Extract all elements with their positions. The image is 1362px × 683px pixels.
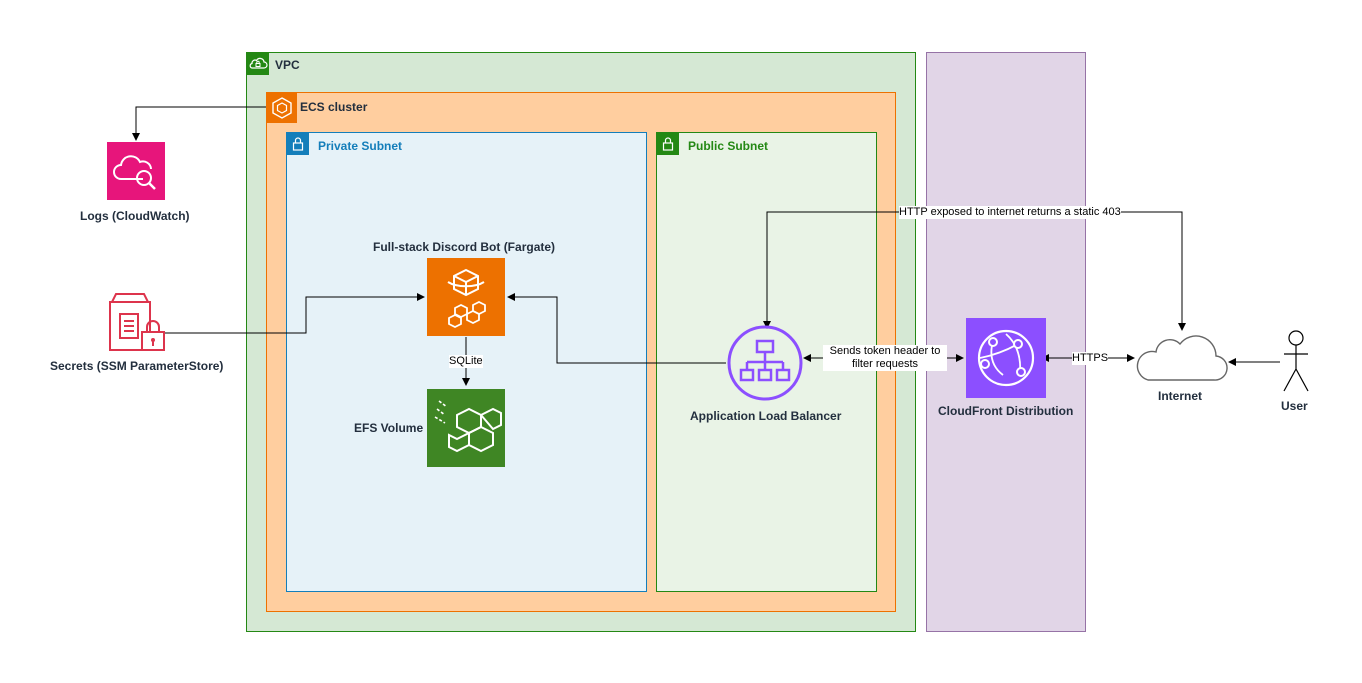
user-icon xyxy=(1280,330,1312,394)
edge-label-token-line2: filter requests xyxy=(851,358,919,370)
fargate-icon xyxy=(427,258,505,336)
ecs-cluster-label: ECS cluster xyxy=(300,100,368,114)
lock-icon xyxy=(657,133,679,155)
cloud-icon xyxy=(1134,330,1230,386)
lock-icon xyxy=(287,133,309,155)
cloudfront-label: CloudFront Distribution xyxy=(938,404,1074,418)
cloudwatch-icon xyxy=(107,142,165,200)
edge-http-403 xyxy=(763,211,1186,331)
efs-icon xyxy=(427,389,505,467)
edge-label-token-line1: Sends token header to xyxy=(829,345,941,357)
cloud-lock-icon xyxy=(247,53,269,75)
public-subnet-label: Public Subnet xyxy=(688,139,769,153)
private-subnet-label: Private Subnet xyxy=(318,139,403,153)
edge-ecs-to-cloudwatch xyxy=(132,106,266,141)
edge-label-http403: HTTP exposed to internet returns a stati… xyxy=(899,206,1121,219)
edge-alb-to-fargate xyxy=(507,293,726,364)
efs-label: EFS Volume xyxy=(354,421,424,435)
user-label: User xyxy=(1281,399,1308,413)
edge-label-https: HTTPS xyxy=(1072,352,1109,365)
ssm-parameter-store-icon xyxy=(104,290,168,354)
alb-label: Application Load Balancer xyxy=(690,409,842,423)
load-balancer-icon xyxy=(726,324,804,402)
edge-ssm-to-fargate xyxy=(164,293,425,334)
edge-label-token: Sends token header to filter requests xyxy=(823,345,947,371)
cloudwatch-label: Logs (CloudWatch) xyxy=(80,209,190,223)
fargate-label: Full-stack Discord Bot (Fargate) xyxy=(373,240,556,254)
vpc-label: VPC xyxy=(275,58,300,72)
edge-label-sqlite: SQLite xyxy=(449,355,483,368)
private-subnet-group: Private Subnet xyxy=(286,132,647,592)
ecs-cluster-icon xyxy=(267,93,297,123)
ssm-label: Secrets (SSM ParameterStore) xyxy=(50,359,224,373)
internet-label: Internet xyxy=(1158,389,1203,403)
cloudfront-icon xyxy=(966,318,1046,398)
